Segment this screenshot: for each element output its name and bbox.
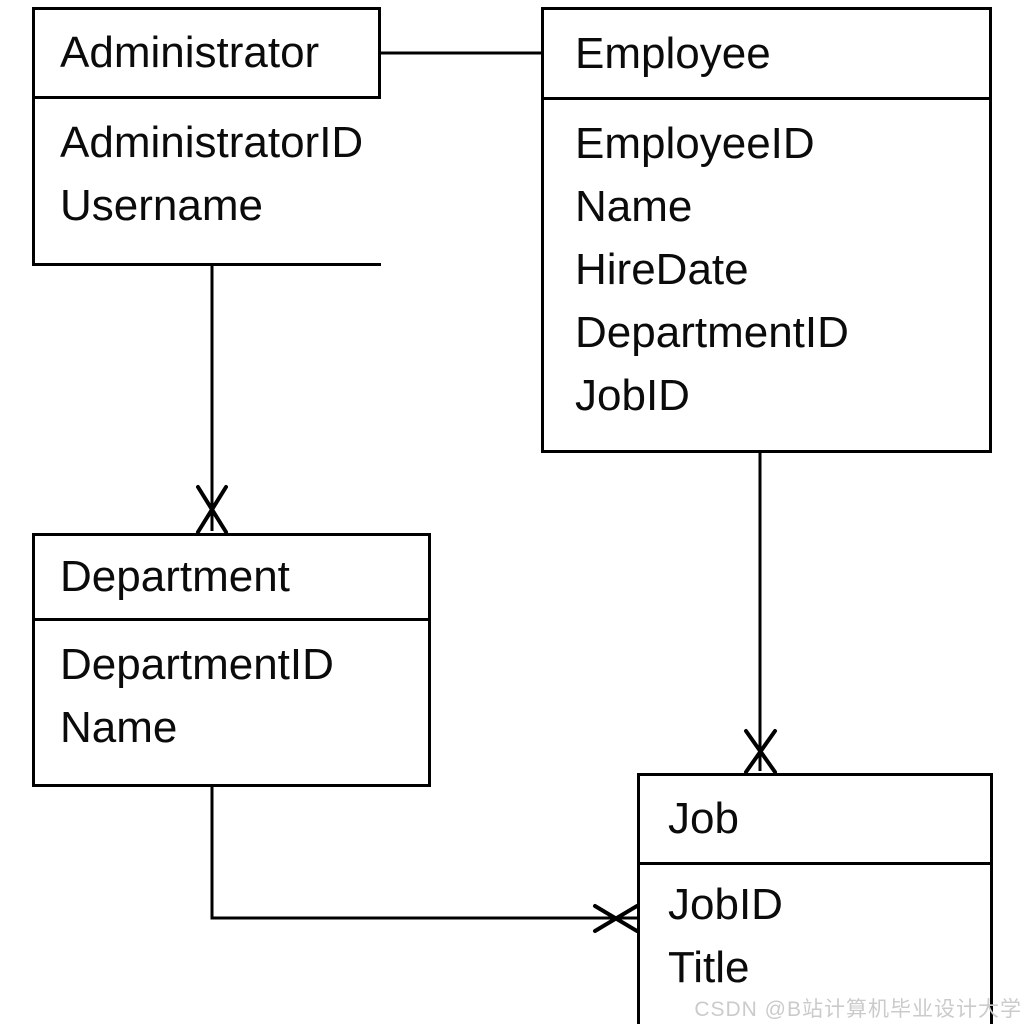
attribute-jobid: JobID [575,371,690,420]
entity-job-title: Job [637,773,993,865]
attribute-administratorid: AdministratorID [60,118,364,167]
entity-department-title: Department [32,533,431,621]
entity-job-attributes: JobID Title [637,865,993,1024]
entity-employee-attributes: EmployeeID Name HireDate DepartmentID Jo… [541,100,992,453]
watermark: CSDN @B站计算机毕业设计大学 [694,998,1022,1021]
connector-department-job [210,786,637,920]
attribute-departmentid: DepartmentID [575,308,849,357]
entity-administrator-title: Administrator [32,7,381,99]
attribute-name: Name [575,182,693,231]
attribute-employeeid: EmployeeID [575,119,815,168]
attribute-title: Title [668,943,750,992]
crow-foot-x-marker-job-top [744,729,777,774]
entity-department-attributes: DepartmentID Name [32,621,431,787]
entity-employee-title: Employee [541,7,992,100]
attribute-name: Name [60,703,178,752]
attribute-username: Username [60,181,263,230]
crow-foot-x-marker-job-left [593,904,639,933]
attribute-hiredate: HireDate [575,245,749,294]
entity-administrator-attributes: AdministratorID Username [32,99,381,266]
crow-foot-x-marker-department [196,485,228,534]
attribute-jobid: JobID [668,880,783,929]
attribute-departmentid: DepartmentID [60,640,334,689]
